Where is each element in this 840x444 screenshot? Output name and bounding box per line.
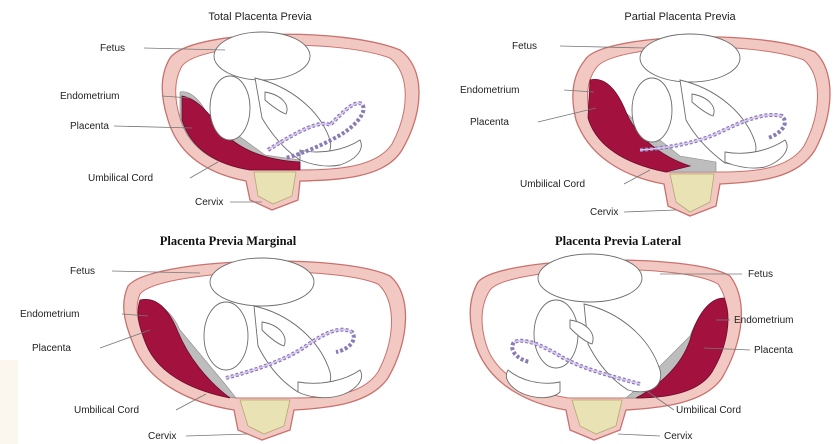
label-placenta: Placenta — [70, 121, 109, 132]
label-cervix: Cervix — [590, 207, 618, 218]
panel-placenta-previa-lateral: Placenta Previa Lateral Fetus Endometriu… — [470, 234, 793, 442]
label-umbilical-cord: Umbilical Cord — [74, 405, 139, 416]
panel-placenta-previa-marginal: Placenta Previa Marginal Fetus Endometri… — [20, 234, 406, 442]
label-fetus: Fetus — [100, 43, 125, 54]
label-cervix: Cervix — [195, 197, 223, 208]
panel-total-placenta-previa: Total Placenta Previa Fetus Endometrium … — [60, 11, 419, 210]
panel-title: Partial Placenta Previa — [624, 11, 736, 23]
label-fetus: Fetus — [512, 41, 537, 52]
label-endometrium: Endometrium — [20, 309, 79, 320]
label-cervix: Cervix — [664, 431, 692, 442]
label-fetus: Fetus — [748, 269, 773, 280]
label-placenta: Placenta — [754, 345, 793, 356]
label-umbilical-cord: Umbilical Cord — [520, 179, 585, 190]
label-placenta: Placenta — [32, 343, 71, 354]
label-placenta: Placenta — [470, 117, 509, 128]
panel-title: Placenta Previa Lateral — [555, 234, 682, 248]
label-umbilical-cord: Umbilical Cord — [88, 173, 153, 184]
panel-title: Placenta Previa Marginal — [160, 234, 297, 248]
label-endometrium: Endometrium — [460, 85, 519, 96]
label-umbilical-cord: Umbilical Cord — [676, 405, 741, 416]
panel-title: Total Placenta Previa — [208, 11, 312, 23]
edge-fade — [0, 360, 18, 444]
label-endometrium: Endometrium — [60, 91, 119, 102]
label-endometrium: Endometrium — [734, 315, 793, 326]
label-fetus: Fetus — [70, 266, 95, 277]
panel-partial-placenta-previa: Partial Placenta Previa Fetus Endometriu… — [460, 11, 830, 218]
label-cervix: Cervix — [148, 431, 176, 442]
